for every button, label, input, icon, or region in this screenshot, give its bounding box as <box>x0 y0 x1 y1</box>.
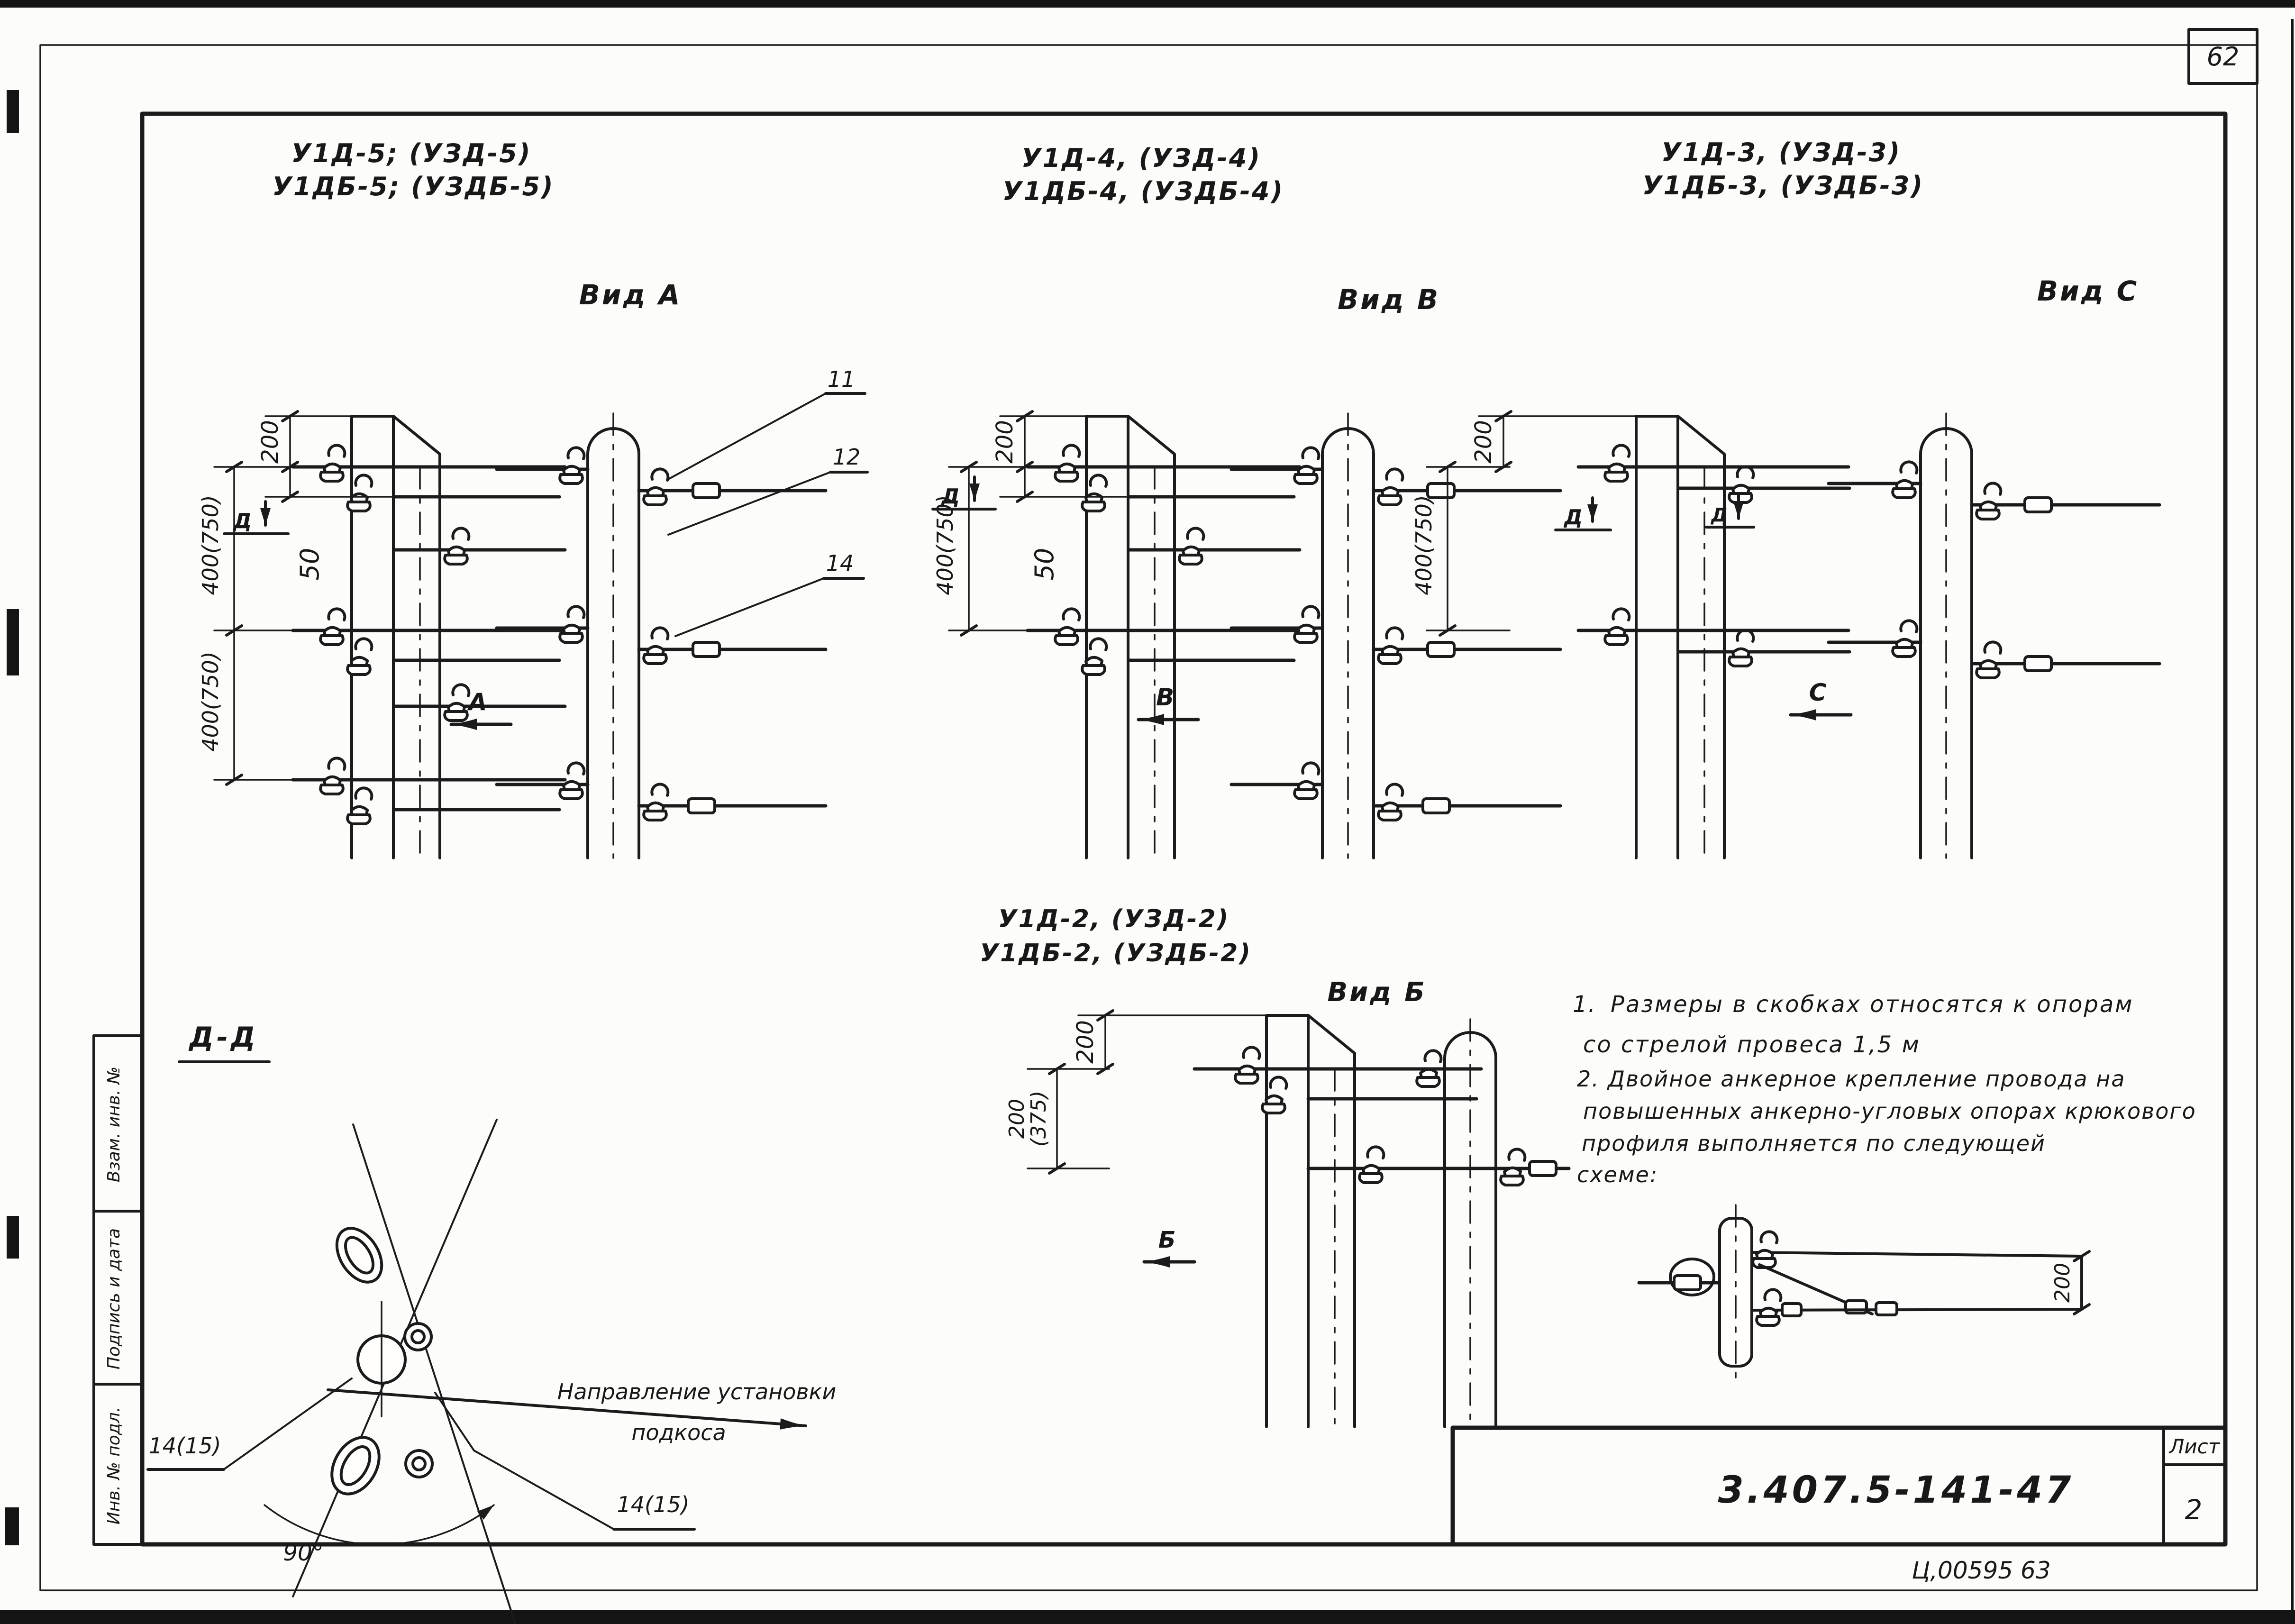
view-b-dimensions: 200 50 400(750) <box>932 411 1134 635</box>
view-g-code-line2: У1ДБ-2, (УЗДБ-2) <box>980 939 1252 967</box>
install-direction-line1: Направление установки <box>557 1379 836 1405</box>
view-a-left-pole <box>350 415 441 859</box>
view-b-left-pole <box>1085 415 1176 859</box>
section-dd-title: Д-Д <box>188 1021 258 1053</box>
view-g-code-line1: У1Д-2, (УЗД-2) <box>998 905 1230 933</box>
section-dd: Д-Д Направление установки подкоса 14(15)… <box>146 1021 836 1624</box>
view-a-title: Вид А <box>579 279 682 311</box>
dim-g-200b: 200 <box>1005 1099 1029 1139</box>
callout-12: 12 <box>833 444 861 470</box>
view-g-left-pole <box>1265 1014 1356 1428</box>
sheet-number: 2 <box>2185 1494 2203 1526</box>
install-direction-line2: подкоса <box>631 1420 726 1445</box>
callout-14-15-left: 14(15) <box>149 1433 221 1459</box>
view-g-title: Вид Б <box>1327 977 1426 1008</box>
callout-11: 11 <box>828 366 856 392</box>
view-b-arrow-label: В <box>1156 684 1174 711</box>
note-1-line2: со стрелой провеса 1,5 м <box>1583 1031 1921 1058</box>
notes-block: 1. Размеры в скобках относятся к опорам … <box>1573 991 2196 1187</box>
dim-b-200: 200 <box>992 420 1018 464</box>
note-2-number: 2. <box>1577 1066 1600 1092</box>
callout-14-15-right: 14(15) <box>617 1492 690 1517</box>
sheet-borders <box>39 28 2259 1591</box>
document-designation: 3.407.5-141-47 <box>1718 1469 2074 1512</box>
section-dd-callouts: 14(15) 14(15) <box>146 1378 696 1531</box>
view-b-section-cut-marker: Д <box>931 475 997 511</box>
note-2-line2: повышенных анкерно-угловых опорах крюков… <box>1583 1098 2196 1124</box>
note-2-line1: Двойное анкерное крепление провода на <box>1607 1066 2125 1092</box>
dim-g-375: (375) <box>1027 1091 1051 1147</box>
stamp-cell-podpis-data: Подпись и дата <box>104 1228 124 1369</box>
view-c-dimensions: 200 400(750) <box>1411 411 1640 635</box>
view-a-arrow-label: А <box>467 688 487 716</box>
view-b-code-line1: У1Д-4, (УЗД-4) <box>1021 143 1261 173</box>
view-g-right-pole <box>1443 1018 1497 1428</box>
angle-90-label: 90° <box>283 1540 323 1566</box>
view-c-right-pole <box>1919 412 1973 859</box>
view-a-section-cut-marker: Д <box>223 500 290 535</box>
view-a-callouts: 11 12 14 <box>666 366 869 637</box>
title-block: 3.407.5-141-47 Лист 2 Ц,00595 63 <box>1450 1425 2228 1584</box>
note-2-line4: схеме: <box>1577 1162 1658 1187</box>
section-dd-angle: 90° <box>264 1504 495 1566</box>
stamp-cell-inv-podl: Инв. № подл. <box>104 1407 124 1524</box>
view-c-wires <box>1576 465 2161 666</box>
view-a-code-line2: У1ДБ-5; (УЗДБ-5) <box>272 172 554 201</box>
view-a-dimensions: 200 50 400(750) 400(750) <box>198 411 399 785</box>
double-anchor-schematic: 200 <box>1637 1204 2089 1383</box>
view-c-left-pole <box>1635 415 1726 859</box>
view-c-direction-arrow: С <box>1789 679 1853 721</box>
dim-a-400-750-lower: 400(750) <box>198 651 223 752</box>
view-b-insulators <box>1055 445 1454 820</box>
section-cut-letter: Д <box>1710 504 1728 526</box>
view-a-insulators <box>320 445 719 824</box>
view-a-code-line1: У1Д-5; (УЗД-5) <box>291 138 531 168</box>
dim-a-50: 50 <box>295 548 325 581</box>
stamp-column: Взам. инв. № Подпись и дата Инв. № подл. <box>92 1034 144 1546</box>
dim-b-400-750: 400(750) <box>932 495 958 595</box>
section-cut-letter: Д <box>940 484 960 509</box>
section-cut-letter: Д <box>1563 505 1583 529</box>
dim-c-400-750: 400(750) <box>1411 495 1437 595</box>
section-cut-letter: Д <box>232 509 252 533</box>
page-number: 62 <box>2207 42 2240 72</box>
dim-schematic-200: 200 <box>2050 1263 2075 1303</box>
view-c-arrow-label: С <box>1809 679 1827 706</box>
view-g-arrow-label: Б <box>1158 1227 1176 1253</box>
note-1-line1: Размеры в скобках относятся к опорам <box>1611 991 2134 1018</box>
dim-c-200: 200 <box>1470 420 1497 464</box>
view-a-direction-arrow: А <box>449 688 513 730</box>
note-1-number: 1. <box>1573 991 1596 1018</box>
view-c-code-line1: У1Д-3, (УЗД-3) <box>1661 137 1901 167</box>
view-a-group: У1Д-5; (УЗД-5) У1ДБ-5; (УЗДБ-5) Вид А <box>198 138 869 859</box>
view-b-code-line2: У1ДБ-4, (УЗДБ-4) <box>1002 176 1284 206</box>
view-c-group: У1Д-3, (УЗД-3) У1ДБ-3, (УЗДБ-3) Вид С 20… <box>1411 137 2161 859</box>
view-g-dimensions: 200 200 (375) <box>1005 1011 1270 1173</box>
view-g-group: У1Д-2, (УЗД-2) У1ДБ-2, (УЗДБ-2) Вид Б 20… <box>980 905 1571 1428</box>
section-dd-drawing <box>292 1119 517 1624</box>
view-b-group: У1Д-4, (УЗД-4) У1ДБ-4, (УЗДБ-4) Вид В <box>931 143 1562 859</box>
view-b-title: Вид В <box>1338 283 1440 316</box>
view-g-direction-arrow: Б <box>1142 1227 1196 1268</box>
stamp-cell-vzam-inv: Взам. инв. № <box>104 1067 124 1182</box>
view-c-code-line2: У1ДБ-3, (УЗДБ-3) <box>1642 171 1924 201</box>
dim-b-50: 50 <box>1029 548 1059 581</box>
dim-a-400-750-upper: 400(750) <box>198 495 223 595</box>
handwritten-inventory-note: Ц,00595 63 <box>1912 1557 2050 1584</box>
view-a-right-pole <box>586 412 640 859</box>
dim-a-200: 200 <box>257 420 283 464</box>
schematic-dimension-200: 200 <box>2050 1251 2089 1314</box>
callout-14: 14 <box>826 550 854 576</box>
view-b-direction-arrow: В <box>1137 684 1200 725</box>
view-c-section-cut-markers: Д Д <box>1554 493 1755 531</box>
view-c-title: Вид С <box>2037 275 2139 307</box>
note-2-line3: профиля выполняется по следующей <box>1582 1131 2046 1156</box>
view-b-right-pole <box>1321 412 1375 859</box>
sheet-label: Лист <box>2168 1435 2221 1458</box>
section-dd-install-direction: Направление установки подкоса <box>327 1379 836 1445</box>
dim-g-200: 200 <box>1072 1020 1099 1064</box>
